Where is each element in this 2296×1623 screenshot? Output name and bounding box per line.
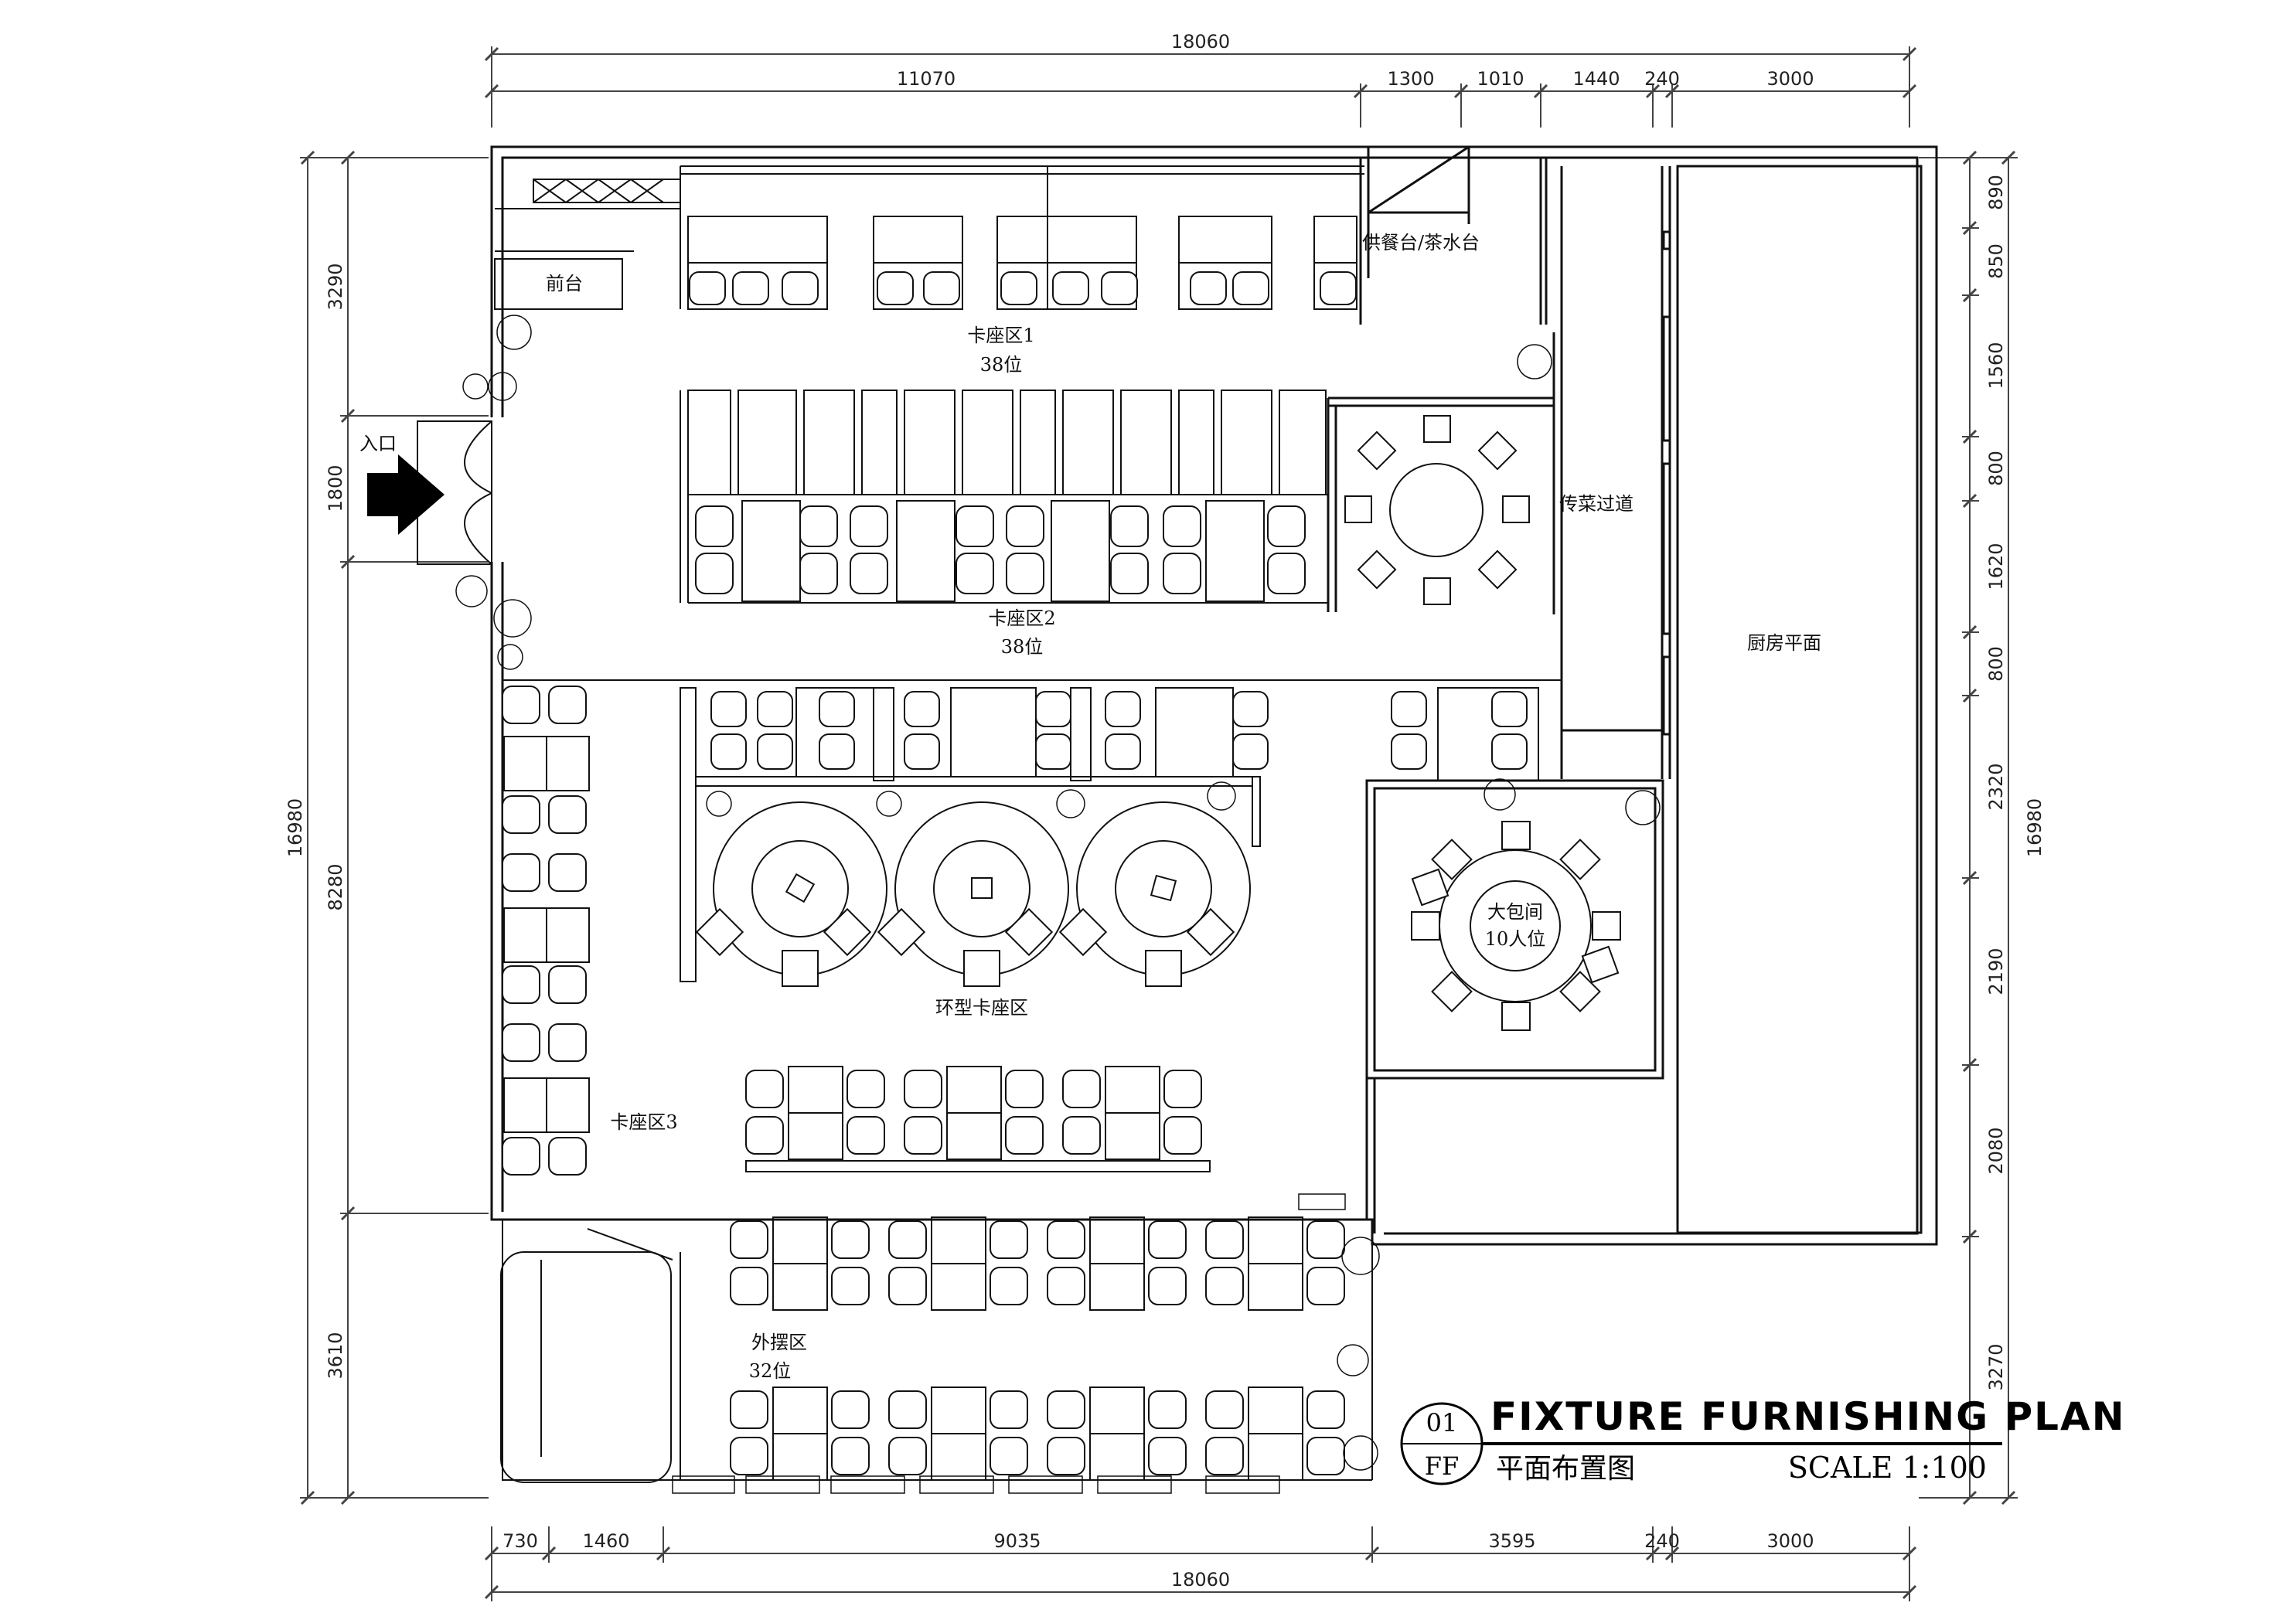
- dim-right-seg: 800: [1985, 646, 2007, 682]
- booth-area-1-seats: 38位: [980, 354, 1023, 376]
- dim-left-seg: 8280: [325, 863, 346, 910]
- booth-row-3-chairs: [710, 691, 1528, 770]
- dim-top-seg: 3000: [1766, 68, 1814, 90]
- booth-area-1-chairs: [689, 271, 1357, 305]
- title-block-code: FF: [1425, 1451, 1459, 1481]
- booth-area-1-label: 卡座区1: [967, 325, 1034, 346]
- booth-area-2-chairs: [695, 505, 1306, 594]
- tea-station-label: 供餐台/茶水台: [1362, 232, 1480, 253]
- walls: [490, 145, 1938, 1246]
- booth-row-3: [502, 679, 1562, 982]
- outdoor-label: 外摆区: [751, 1332, 807, 1353]
- plan-scale: SCALE 1:100: [1788, 1451, 1987, 1485]
- dim-left-seg: 3290: [325, 263, 346, 310]
- dim-right-seg: 3270: [1985, 1343, 2007, 1390]
- reception-label: 前台: [546, 273, 583, 294]
- reception-desk: [494, 179, 681, 310]
- dim-bottom-seg: 240: [1644, 1530, 1680, 1552]
- title-block: [1400, 1402, 2002, 1485]
- dim-left-seg: 1800: [325, 464, 346, 512]
- plant-icons: [455, 315, 1661, 1494]
- title-block-number: 01: [1426, 1408, 1458, 1438]
- outdoor-seats: 32位: [749, 1360, 792, 1382]
- dim-left-seg: 3610: [325, 1332, 346, 1379]
- dim-right-seg: 1620: [1985, 543, 2007, 590]
- dim-bottom-seg: 3595: [1488, 1530, 1535, 1552]
- private-room: [1411, 821, 1621, 1031]
- dim-right-seg: 890: [1985, 175, 2007, 210]
- entrance-arrow-icon: [367, 454, 445, 535]
- private-room-seats: 10人位: [1485, 928, 1546, 950]
- booth-area-1: [680, 165, 1364, 325]
- plan-subtitle: 平面布置图: [1496, 1453, 1635, 1485]
- dim-bottom-seg: 3000: [1766, 1530, 1814, 1552]
- center-chairs: [745, 1070, 1202, 1155]
- dim-bottom-seg: 1460: [582, 1530, 629, 1552]
- booth-area-2: [680, 390, 1328, 604]
- plan-title: FIXTURE FURNISHING PLAN: [1490, 1394, 2126, 1439]
- dim-top-seg: 1010: [1477, 68, 1524, 90]
- dim-top-seg: 1300: [1387, 68, 1434, 90]
- dim-bottom-total: 18060: [1171, 1569, 1230, 1591]
- dim-right-seg: 2320: [1985, 763, 2007, 810]
- outdoor-chairs: [730, 1220, 1345, 1475]
- dim-bottom-seg: 730: [502, 1530, 538, 1552]
- dim-right-total: 16980: [2024, 798, 2046, 857]
- dim-top-total: 18060: [1171, 31, 1230, 53]
- round-table-8: [1344, 415, 1530, 605]
- dim-right-seg: 2190: [1985, 948, 2007, 995]
- private-room-label: 大包间: [1487, 901, 1543, 923]
- dim-left-total: 16980: [284, 798, 306, 857]
- booth-area-3-chairs: [502, 686, 587, 1176]
- serving-passage-label: 传菜过道: [1559, 493, 1633, 515]
- center-tables: [745, 1066, 1211, 1172]
- dim-top-seg: 240: [1644, 68, 1680, 90]
- booth-area-2-seats: 38位: [1001, 636, 1044, 658]
- dim-top-seg: 11070: [897, 68, 956, 90]
- ring-booths: [713, 801, 1251, 976]
- dim-right-seg: 1560: [1985, 342, 2007, 389]
- dim-top-seg: 1440: [1572, 68, 1620, 90]
- kitchen-label: 厨房平面: [1747, 632, 1821, 654]
- outdoor-terrace: [500, 1216, 1373, 1483]
- ring-booth-label: 环型卡座区: [935, 997, 1028, 1019]
- dim-right-seg: 850: [1985, 243, 2007, 279]
- entrance-label: 入口: [359, 433, 397, 454]
- dim-right-seg: 800: [1985, 451, 2007, 486]
- dim-bottom-seg: 9035: [993, 1530, 1041, 1552]
- booth-area-3-label: 卡座区3: [610, 1111, 677, 1133]
- booth-area-2-label: 卡座区2: [988, 607, 1055, 629]
- ring-booth-chairs: [695, 907, 1235, 987]
- dimension-ticks: [300, 46, 2016, 1600]
- booth-area-3: [503, 736, 590, 1133]
- dim-right-seg: 2080: [1985, 1127, 2007, 1174]
